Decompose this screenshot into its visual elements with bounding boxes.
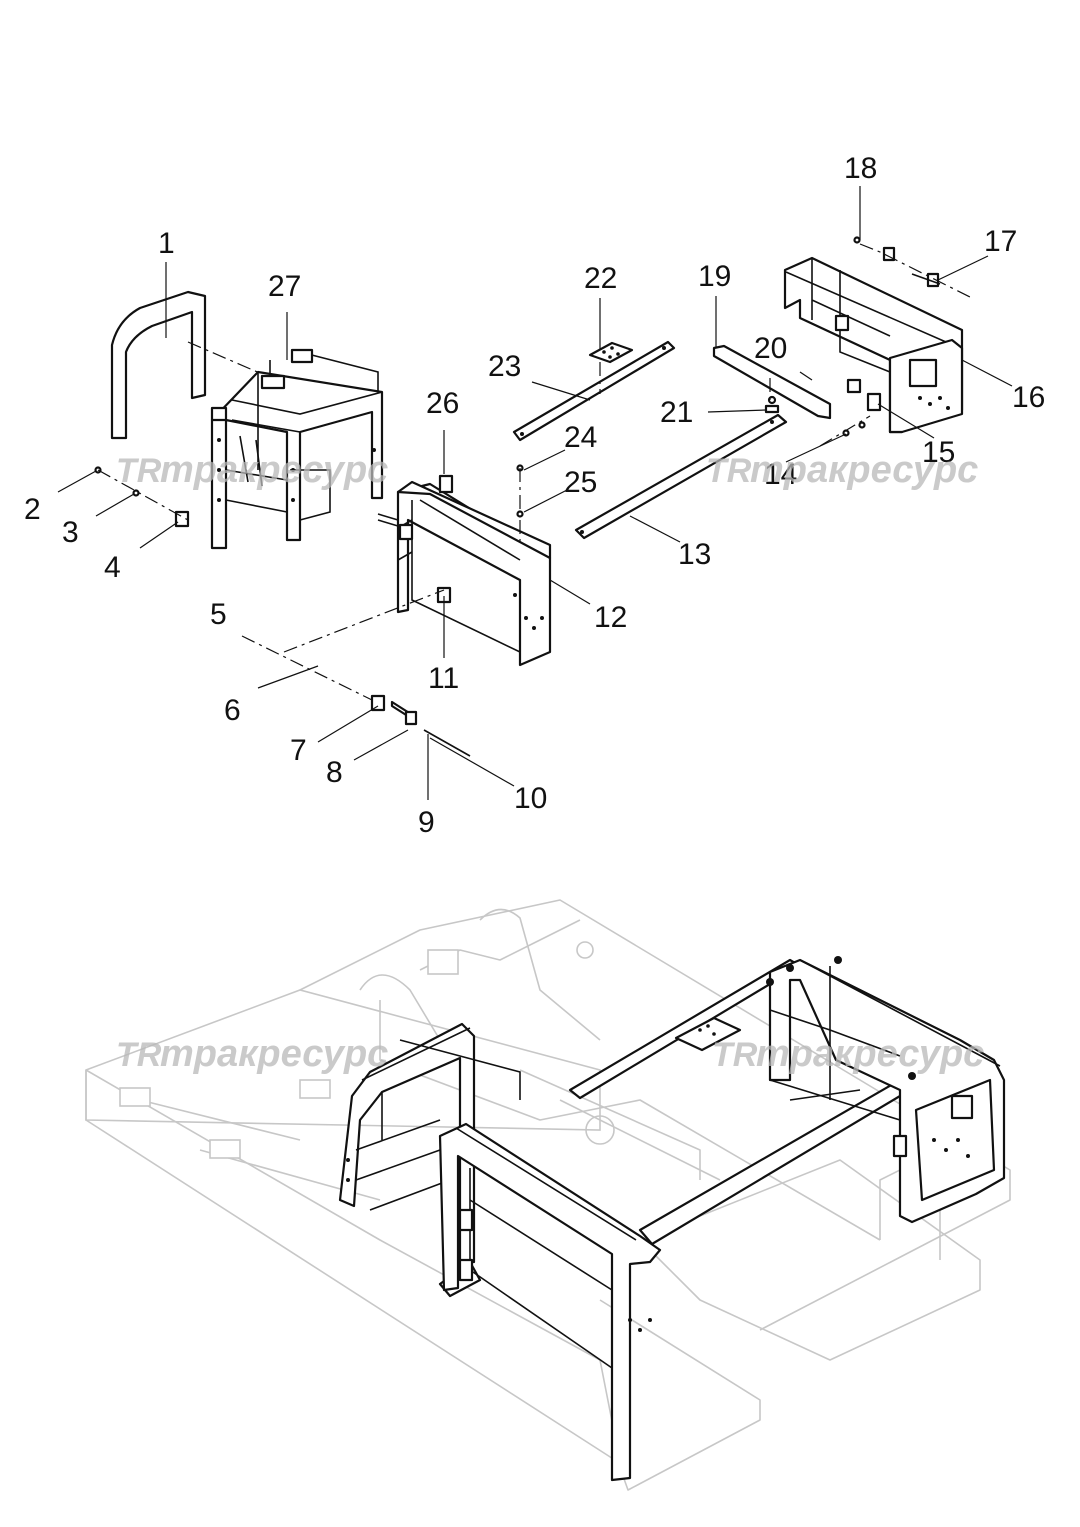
svg-text:TR: TR [116,452,162,490]
svg-text:тракресурс: тракресурс [160,449,388,491]
watermark-4: TR тракресурс [712,1033,984,1075]
assembly-lines [97,243,973,701]
callout-8: 8 [326,756,343,789]
part-handrail [110,290,207,440]
callout-3: 3 [62,516,79,549]
svg-text:тракресурс: тракресурс [756,1033,984,1075]
callout-10: 10 [514,782,547,815]
callout-17: 17 [984,225,1017,258]
callout-12: 12 [594,601,627,634]
callout-20: 20 [754,332,787,365]
callout-19: 19 [698,260,731,293]
exploded-view: 1 2 3 4 5 6 7 8 9 10 11 12 13 14 15 16 1… [24,152,1045,839]
callout-23: 23 [488,350,521,383]
callout-24: 24 [564,421,597,454]
part-long-beam [574,413,788,540]
callout-14: 14 [764,458,797,491]
part-mounting-bar [712,344,832,420]
watermark-1: TR тракресурс [116,449,388,491]
callout-22: 22 [584,262,617,295]
callout-18: 18 [844,152,877,185]
svg-text:TR: TR [116,1036,162,1074]
callout-21: 21 [660,396,693,429]
callout-11: 11 [428,662,459,695]
part-right-cage-frame [783,256,964,434]
part-step-plate [588,341,634,364]
watermarks: TR тракресурс TR тракресурс TR тракресур… [116,449,984,1075]
callout-numbers: 1 2 3 4 5 6 7 8 9 10 11 12 13 14 15 16 1… [24,152,1045,839]
callout-4: 4 [104,551,121,584]
part-middle-cage-frame [377,480,552,667]
callout-26: 26 [426,387,459,420]
watermark-3: TR тракресурс [116,1033,388,1075]
hardware-bolts [94,236,941,757]
svg-text:тракресурс: тракресурс [160,1033,388,1075]
part-bracket [438,474,454,494]
part-upper-rail [512,340,676,442]
callout-15: 15 [922,436,955,469]
svg-text:TR: TR [706,452,752,490]
callout-25: 25 [564,466,597,499]
callout-6: 6 [224,694,241,727]
callout-16: 16 [1012,381,1045,414]
callout-7: 7 [290,734,307,767]
callout-1: 1 [158,227,175,260]
callout-13: 13 [678,538,711,571]
assembly-context-view [85,899,1011,1491]
callout-2: 2 [24,493,41,526]
watermark-2: TR тракресурс [706,449,978,491]
callout-27: 27 [268,270,301,303]
callout-9: 9 [418,806,435,839]
part-left-cage-frame [210,348,384,550]
svg-text:тракресурс: тракресурс [750,449,978,491]
svg-text:TR: TR [712,1036,758,1074]
callout-5: 5 [210,598,227,631]
leader-lines [57,186,1013,800]
